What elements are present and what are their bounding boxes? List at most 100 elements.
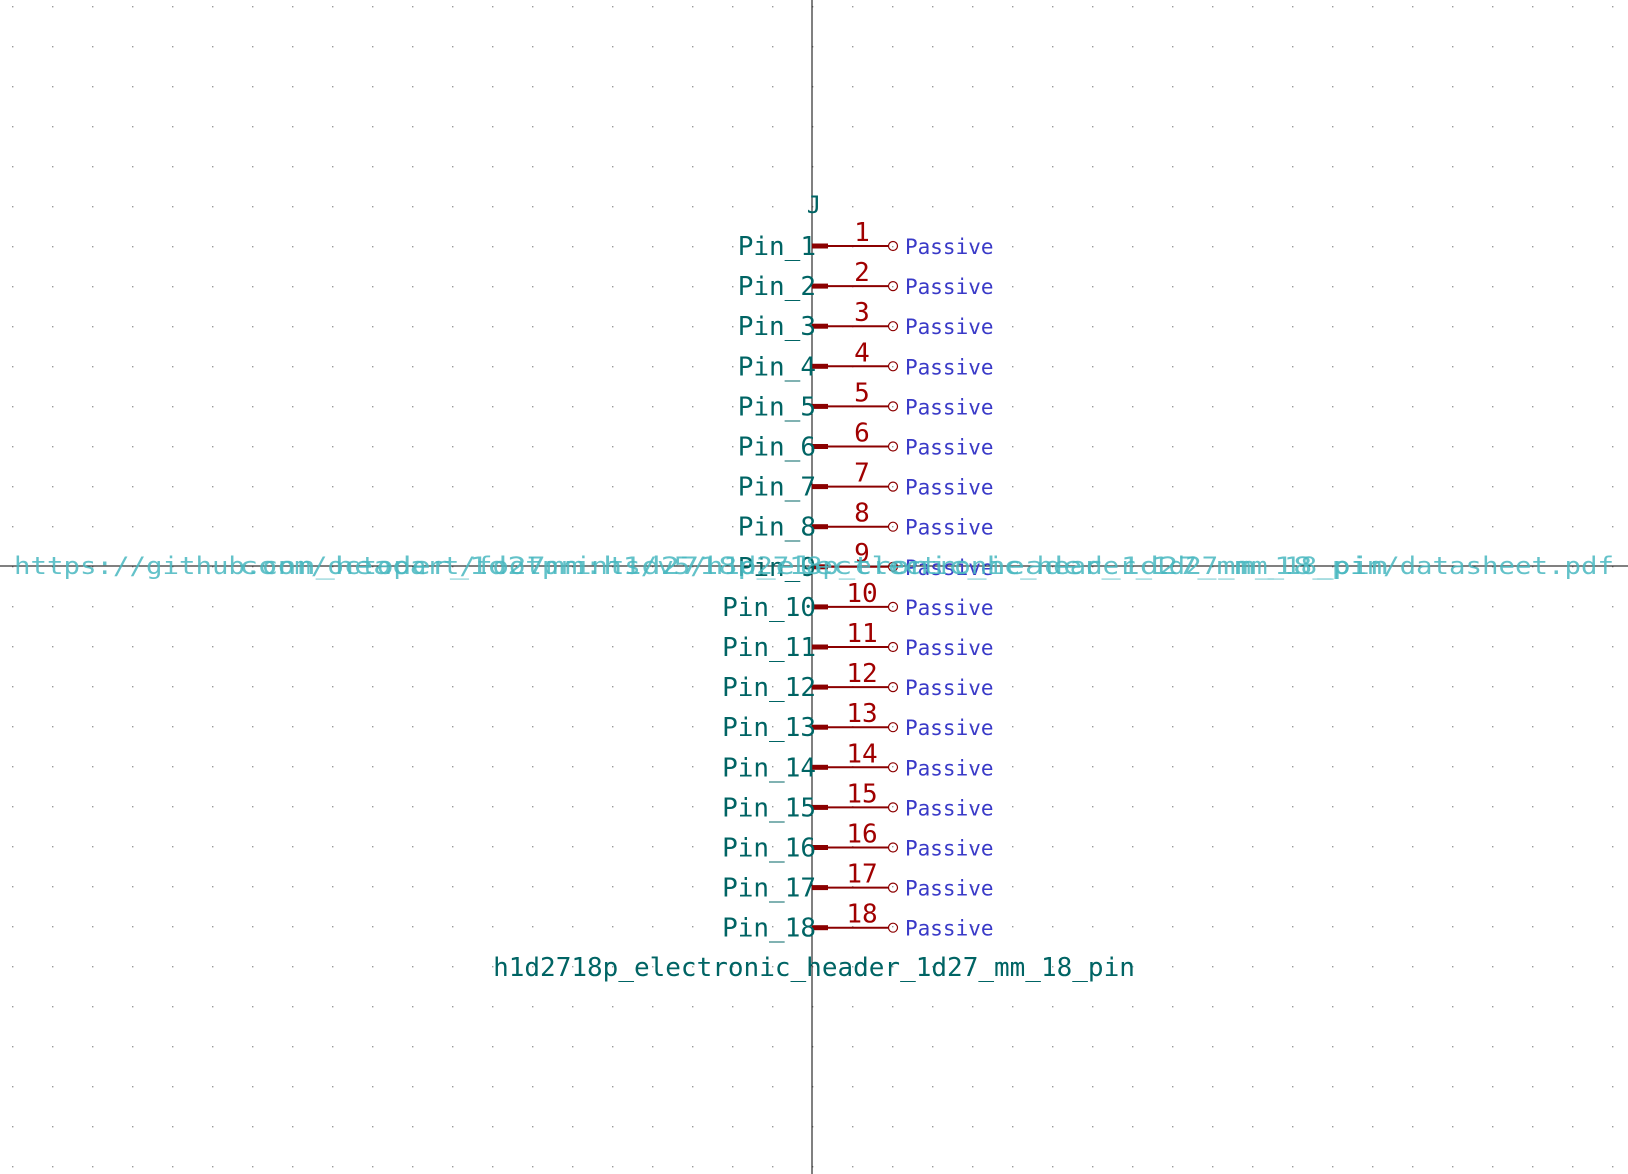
pin-electrical-type: Passive: [905, 676, 994, 700]
pin-8[interactable]: 8 Pin_8 Passive: [738, 499, 994, 543]
pin-end-circle: [887, 321, 899, 332]
pin-name: Pin_2: [738, 272, 816, 302]
pin-15[interactable]: 15 Pin_15 Passive: [722, 779, 993, 823]
pin-electrical-type: Passive: [905, 436, 994, 460]
pin-number: 12: [846, 659, 877, 689]
pin-number: 3: [854, 298, 870, 328]
pin-number: 11: [846, 619, 877, 649]
pin-root-marker: [812, 243, 828, 249]
pin-end-circle: [887, 762, 899, 773]
pin-name: Pin_8: [738, 513, 816, 543]
pin-1[interactable]: 1 Pin_1 Passive: [738, 218, 994, 262]
pin-2[interactable]: 2 Pin_2 Passive: [738, 258, 994, 302]
pin-name: Pin_11: [722, 633, 816, 663]
pin-electrical-type: Passive: [905, 837, 994, 861]
pin-end-circle: [887, 882, 899, 893]
pin-root-marker: [812, 885, 828, 891]
pin-root-marker: [812, 524, 828, 530]
pin-4[interactable]: 4 Pin_4 Passive: [738, 338, 994, 382]
pin-end-circle: [887, 240, 899, 252]
pin-root-marker: [812, 403, 828, 409]
pin-number: 10: [846, 579, 877, 609]
pin-root-marker: [812, 484, 828, 490]
value-field[interactable]: h1d2718p_electronic_header_1d27_mm_18_pi…: [493, 953, 1135, 983]
pin-name: Pin_4: [738, 352, 816, 382]
pin-17[interactable]: 17 Pin_17 Passive: [722, 860, 993, 904]
pin-electrical-type: Passive: [905, 596, 994, 620]
pin-end-circle: [887, 922, 899, 933]
pin-10[interactable]: 10 Pin_10 Passive: [722, 579, 993, 623]
pin-root-marker: [812, 363, 828, 369]
pin-end-circle: [887, 521, 899, 532]
pin-name: Pin_14: [722, 753, 816, 783]
pin-7[interactable]: 7 Pin_7 Passive: [738, 459, 994, 503]
pin-electrical-type: Passive: [905, 516, 994, 540]
pin-number: 17: [846, 860, 877, 890]
pin-electrical-type: Passive: [905, 275, 994, 299]
pin-root-marker: [812, 684, 828, 690]
pin-electrical-type: Passive: [905, 877, 994, 901]
pin-electrical-type: Passive: [905, 476, 994, 500]
pin-number: 7: [854, 459, 870, 489]
pin-number: 18: [846, 900, 877, 930]
footprint-field[interactable]: conn_header_1d27mm:h1d2718p_electronic_h…: [239, 552, 1389, 580]
pin-name: Pin_10: [722, 593, 816, 623]
pin-root-marker: [812, 804, 828, 810]
pin-number: 5: [854, 378, 870, 408]
pin-name: Pin_17: [722, 874, 816, 904]
pin-electrical-type: Passive: [905, 395, 994, 419]
pin-electrical-type: Passive: [905, 315, 994, 339]
pin-3[interactable]: 3 Pin_3 Passive: [738, 298, 994, 342]
pin-electrical-type: Passive: [905, 917, 994, 941]
pin-end-circle: [887, 842, 899, 853]
pin-number: 14: [846, 739, 877, 769]
pin-end-circle: [887, 561, 899, 572]
pin-name: Pin_1: [738, 232, 816, 262]
pin-electrical-type: Passive: [905, 355, 994, 379]
reference-field[interactable]: J: [807, 191, 821, 219]
pin-end-circle: [887, 722, 899, 733]
pin-name: Pin_18: [722, 914, 816, 944]
pin-root-marker: [812, 444, 828, 449]
pin-end-circle: [887, 441, 899, 452]
datasheet-field[interactable]: https://github.com/octopart/footprints/v…: [14, 552, 1614, 580]
pin-end-circle: [887, 601, 899, 613]
grid-dots: [12, 6, 1614, 1168]
pin-name: Pin_7: [738, 473, 816, 503]
pin-number: 15: [846, 779, 877, 809]
pin-electrical-type: Passive: [905, 796, 994, 820]
pin-name: Pin_9: [738, 553, 816, 583]
pin-name: Pin_15: [722, 793, 816, 823]
pin-name: Pin_3: [738, 312, 816, 342]
pin-root-marker: [812, 925, 828, 931]
pin-number: 8: [854, 499, 870, 529]
pin-number: 1: [854, 218, 870, 248]
pin-root-marker: [812, 845, 828, 850]
pin-number: 4: [854, 338, 870, 368]
pin-end-circle: [887, 361, 899, 372]
pin-name: Pin_16: [722, 834, 816, 864]
pin-name: Pin_5: [738, 392, 816, 422]
pin-electrical-type: Passive: [905, 716, 994, 740]
pin-5[interactable]: 5 Pin_5 Passive: [738, 378, 994, 422]
pin-18[interactable]: 18 Pin_18 Passive: [722, 900, 993, 944]
pin-number: 9: [854, 539, 870, 569]
pin-number: 6: [854, 419, 870, 449]
pin-number: 13: [846, 699, 877, 729]
pin-end-circle: [887, 681, 899, 693]
pin-end-circle: [887, 481, 899, 492]
pin-number: 2: [854, 258, 870, 288]
pin-root-marker: [812, 283, 828, 289]
pin-root-marker: [812, 724, 828, 730]
pin-root-marker: [812, 604, 828, 610]
pin-electrical-type: Passive: [905, 235, 994, 259]
